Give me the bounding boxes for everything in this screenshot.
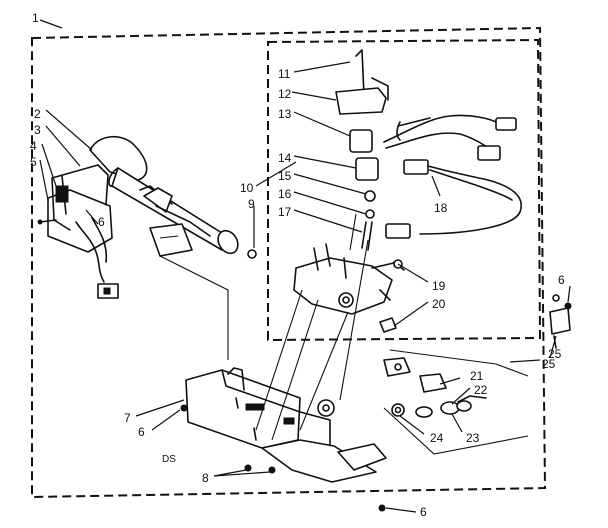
flame-shield — [149, 223, 193, 257]
burner-bracket-left — [37, 164, 119, 299]
callout-14: 14 — [278, 151, 292, 165]
assembly-boundary — [31, 26, 547, 499]
callout-9: 9 — [248, 197, 255, 211]
callout-16: 16 — [278, 187, 292, 201]
callout-3: 3 — [34, 123, 41, 137]
callout-13: 13 — [278, 107, 292, 121]
callout-2: 2 — [34, 107, 41, 121]
leader-lines — [39, 19, 571, 513]
callout-25-upper: 25 — [548, 347, 562, 361]
callout-11: 11 — [278, 67, 291, 81]
fitting-and-orifice — [379, 259, 405, 333]
callout-4: 4 — [30, 139, 37, 153]
gas-valve-body — [293, 243, 399, 315]
callout-5: 5 — [30, 155, 37, 169]
mounting-bracket — [185, 367, 387, 483]
callout-18: 18 — [434, 201, 448, 215]
callout-24: 24 — [430, 431, 444, 445]
valve-stack — [335, 49, 389, 251]
callout-10: 10 — [240, 181, 254, 195]
callout-21: 21 — [470, 369, 484, 383]
valve-group-boundary — [267, 38, 542, 342]
callout-6-bracket: 6 — [138, 425, 145, 439]
wiring-harness — [383, 114, 523, 239]
burner-tube — [89, 135, 239, 255]
callout-20: 20 — [432, 297, 446, 311]
assembly-guides — [159, 213, 529, 455]
sensor-parts — [383, 357, 487, 418]
diagram-marking: DS — [162, 454, 176, 465]
callout-1: 1 — [32, 11, 39, 25]
callout-17: 17 — [278, 205, 292, 219]
screws — [180, 249, 386, 512]
callout-8: 8 — [202, 471, 209, 485]
callout-6-bottom: 6 — [420, 505, 427, 519]
callout-12: 12 — [278, 87, 292, 101]
callout-23: 23 — [466, 431, 480, 445]
callout-25-lower: 25 — [542, 357, 556, 371]
callout-22: 22 — [474, 383, 488, 397]
callout-6-left: 6 — [98, 215, 105, 229]
callout-15: 15 — [278, 169, 292, 183]
callout-7: 7 — [124, 411, 131, 425]
right-bracket — [549, 294, 572, 349]
callout-6-right: 6 — [558, 273, 565, 287]
callout-19: 19 — [432, 279, 446, 293]
callout-labels: 1 2 3 4 5 6 7 6 8 9 10 11 12 13 14 15 16… — [30, 11, 565, 519]
